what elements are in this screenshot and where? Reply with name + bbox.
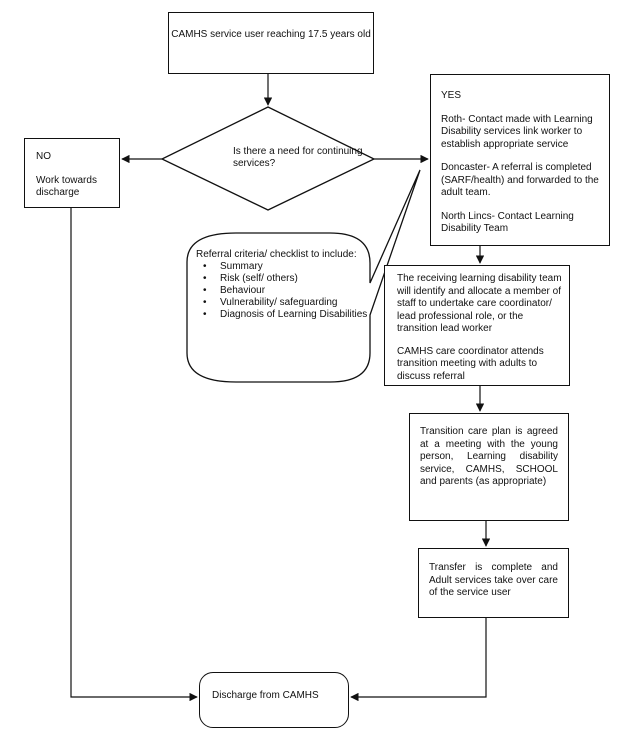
start-box: CAMHS service user reaching 17.5 years o…: [168, 12, 374, 74]
arrow-no-to-end: [70, 208, 198, 702]
yes-label: YES: [441, 90, 462, 101]
discharge-box: Discharge from CAMHS: [199, 672, 349, 728]
referral-item: Diagnosis of Learning Disabilities: [203, 309, 368, 321]
no-text: Work towards discharge: [36, 174, 97, 199]
no-branch-box: NO Work towards discharge: [24, 138, 120, 208]
transfer-box: Transfer is complete and Adult services …: [418, 548, 569, 618]
referral-title: Referral criteria/ checklist to include:: [196, 249, 357, 260]
yes-branch-box: YES Roth- Contact made with Learning Dis…: [430, 74, 610, 246]
transition-plan-box: Transition care plan is agreed at a meet…: [409, 413, 569, 521]
arrow-transfer-to-end: [350, 618, 487, 702]
decision-diamond: [160, 106, 376, 211]
referral-item: Summary: [203, 261, 368, 273]
start-text: CAMHS service user reaching 17.5 years o…: [171, 29, 371, 40]
transfer-text: Transfer is complete and Adult services …: [429, 562, 558, 598]
yes-doncaster-text: Doncaster- A referral is completed (SARF…: [441, 162, 599, 198]
plan-text: Transition care plan is agreed at a meet…: [420, 426, 558, 487]
receiving-text-2: CAMHS care coordinator attends transitio…: [397, 345, 544, 382]
yes-roth-text: Roth- Contact made with Learning Disabil…: [441, 113, 593, 150]
referral-criteria-callout: Referral criteria/ checklist to include:…: [196, 249, 368, 321]
referral-item: Vulnerability/ safeguarding: [203, 297, 368, 309]
referral-checklist: Summary Risk (self/ others) Behaviour Vu…: [196, 261, 368, 321]
referral-item: Behaviour: [203, 285, 368, 297]
no-label: NO: [36, 151, 51, 162]
receiving-team-box: The receiving learning disability team w…: [384, 265, 570, 386]
end-text: Discharge from CAMHS: [212, 690, 319, 701]
receiving-text-1: The receiving learning disability team w…: [397, 273, 562, 334]
decision-question: Is there a need for continuing services?: [233, 146, 363, 169]
yes-north-lincs-text: North Lincs- Contact Learning Disability…: [441, 210, 574, 235]
referral-item: Risk (self/ others): [203, 273, 368, 285]
